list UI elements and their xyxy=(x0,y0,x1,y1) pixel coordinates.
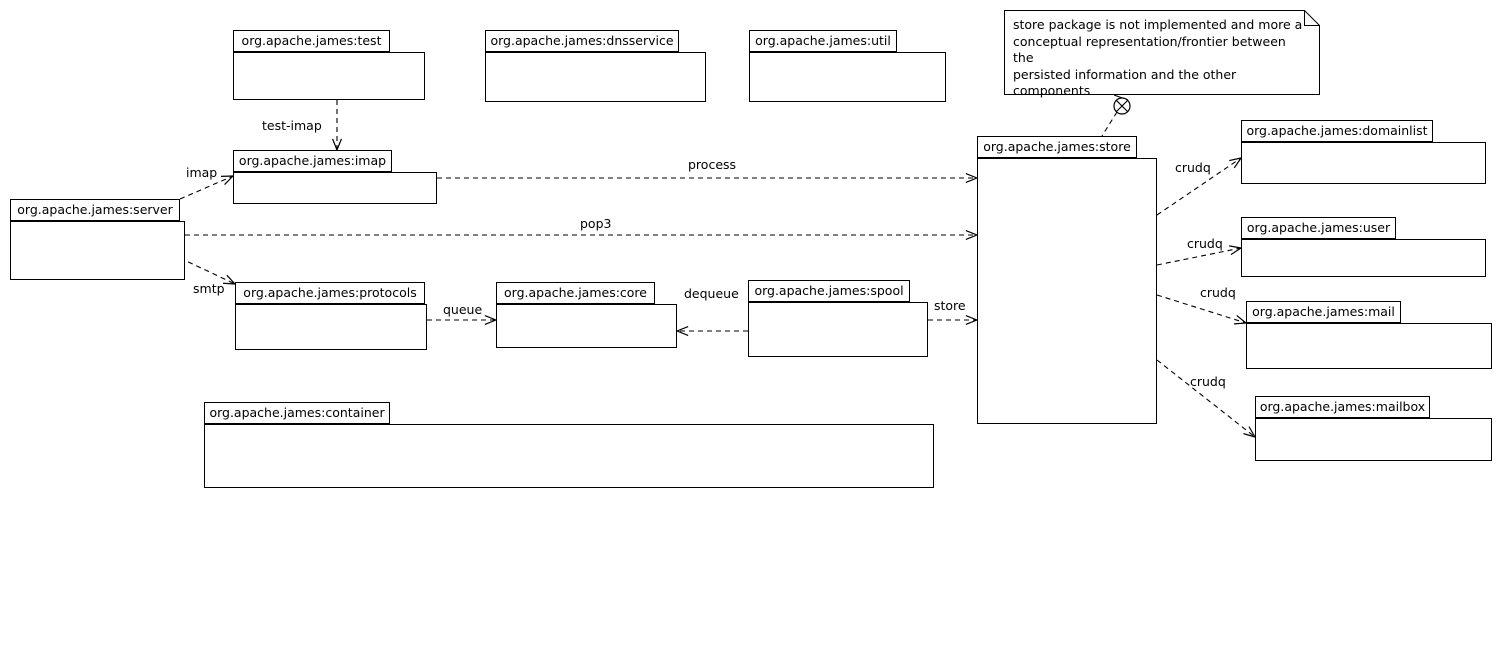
connector-spool-store xyxy=(928,314,978,326)
package-core[interactable]: org.apache.james:core xyxy=(496,282,677,348)
package-core-body xyxy=(496,304,677,348)
package-dnsservice-label: org.apache.james:dnsservice xyxy=(485,30,679,52)
package-mail[interactable]: org.apache.james:mail xyxy=(1246,301,1492,369)
package-util[interactable]: org.apache.james:util xyxy=(749,30,946,102)
package-store-label: org.apache.james:store xyxy=(977,136,1137,158)
package-server-body xyxy=(10,221,185,280)
package-domainlist[interactable]: org.apache.james:domainlist xyxy=(1241,120,1486,184)
package-protocols-body xyxy=(235,304,427,350)
package-test-label: org.apache.james:test xyxy=(233,30,390,52)
package-util-body xyxy=(749,52,946,102)
package-spool-label: org.apache.james:spool xyxy=(748,280,910,302)
package-test[interactable]: org.apache.james:test xyxy=(233,30,425,100)
edge-label-crudq-mailbox: crudq xyxy=(1190,374,1226,389)
package-server[interactable]: org.apache.james:server xyxy=(10,199,185,280)
edge-label-store: store xyxy=(934,298,966,313)
package-dnsservice-body xyxy=(485,52,706,102)
package-user[interactable]: org.apache.james:user xyxy=(1241,217,1486,277)
package-mailbox-body xyxy=(1255,418,1492,461)
connector-spool-dequeue xyxy=(676,325,748,337)
package-user-label: org.apache.james:user xyxy=(1241,217,1396,239)
note-shape xyxy=(1004,10,1320,95)
edge-label-crudq-mail: crudq xyxy=(1200,285,1236,300)
note-anchor-icon xyxy=(1101,94,1131,137)
connector-protocols-queue xyxy=(427,314,497,326)
edge-label-process: process xyxy=(688,157,737,172)
edge-label-queue: queue xyxy=(443,302,483,317)
edge-label-crudq-domainlist: crudq xyxy=(1175,160,1211,175)
edge-label-pop3: pop3 xyxy=(580,216,612,231)
package-spool-body xyxy=(748,302,928,357)
package-test-body xyxy=(233,52,425,100)
package-mail-body xyxy=(1246,323,1492,369)
edge-label-smtp: smtp xyxy=(193,281,225,296)
connector-server-imap xyxy=(179,175,234,200)
edge-label-imap: imap xyxy=(186,165,218,180)
store-note-text: store package is not implemented and mor… xyxy=(1013,17,1303,98)
edge-label-crudq-user: crudq xyxy=(1187,236,1223,251)
package-container-label: org.apache.james:container xyxy=(204,402,390,424)
package-core-label: org.apache.james:core xyxy=(496,282,655,304)
edge-label-dequeue: dequeue xyxy=(684,286,739,301)
package-domainlist-label: org.apache.james:domainlist xyxy=(1241,120,1433,142)
package-server-label: org.apache.james:server xyxy=(10,199,180,221)
package-store[interactable]: org.apache.james:store xyxy=(977,136,1157,424)
connector-server-pop3 xyxy=(185,229,978,241)
connector-imap-process xyxy=(437,172,978,184)
package-domainlist-body xyxy=(1241,142,1486,184)
connector-store-mailbox xyxy=(1156,359,1256,438)
package-mail-label: org.apache.james:mail xyxy=(1246,301,1401,323)
package-protocols[interactable]: org.apache.james:protocols xyxy=(235,282,427,350)
package-container[interactable]: org.apache.james:container xyxy=(204,402,934,488)
edge-label-test-imap: test-imap xyxy=(262,118,322,133)
package-mailbox-label: org.apache.james:mailbox xyxy=(1255,396,1430,418)
package-store-body xyxy=(977,158,1157,424)
store-note: store package is not implemented and mor… xyxy=(1004,10,1320,98)
package-protocols-label: org.apache.james:protocols xyxy=(235,282,425,304)
connector-store-mail xyxy=(1156,294,1247,325)
package-util-label: org.apache.james:util xyxy=(749,30,897,52)
connector-store-user xyxy=(1156,245,1242,266)
package-imap-body xyxy=(233,172,437,204)
package-mailbox[interactable]: org.apache.james:mailbox xyxy=(1255,396,1492,461)
package-user-body xyxy=(1241,239,1486,277)
connector-store-domainlist xyxy=(1156,157,1242,216)
package-imap[interactable]: org.apache.james:imap xyxy=(233,150,437,204)
connector-server-smtp xyxy=(179,257,236,285)
package-imap-label: org.apache.james:imap xyxy=(233,150,392,172)
connector-test-imap xyxy=(331,100,343,151)
package-dnsservice[interactable]: org.apache.james:dnsservice xyxy=(485,30,706,102)
package-container-body xyxy=(204,424,934,488)
package-spool[interactable]: org.apache.james:spool xyxy=(748,280,928,357)
